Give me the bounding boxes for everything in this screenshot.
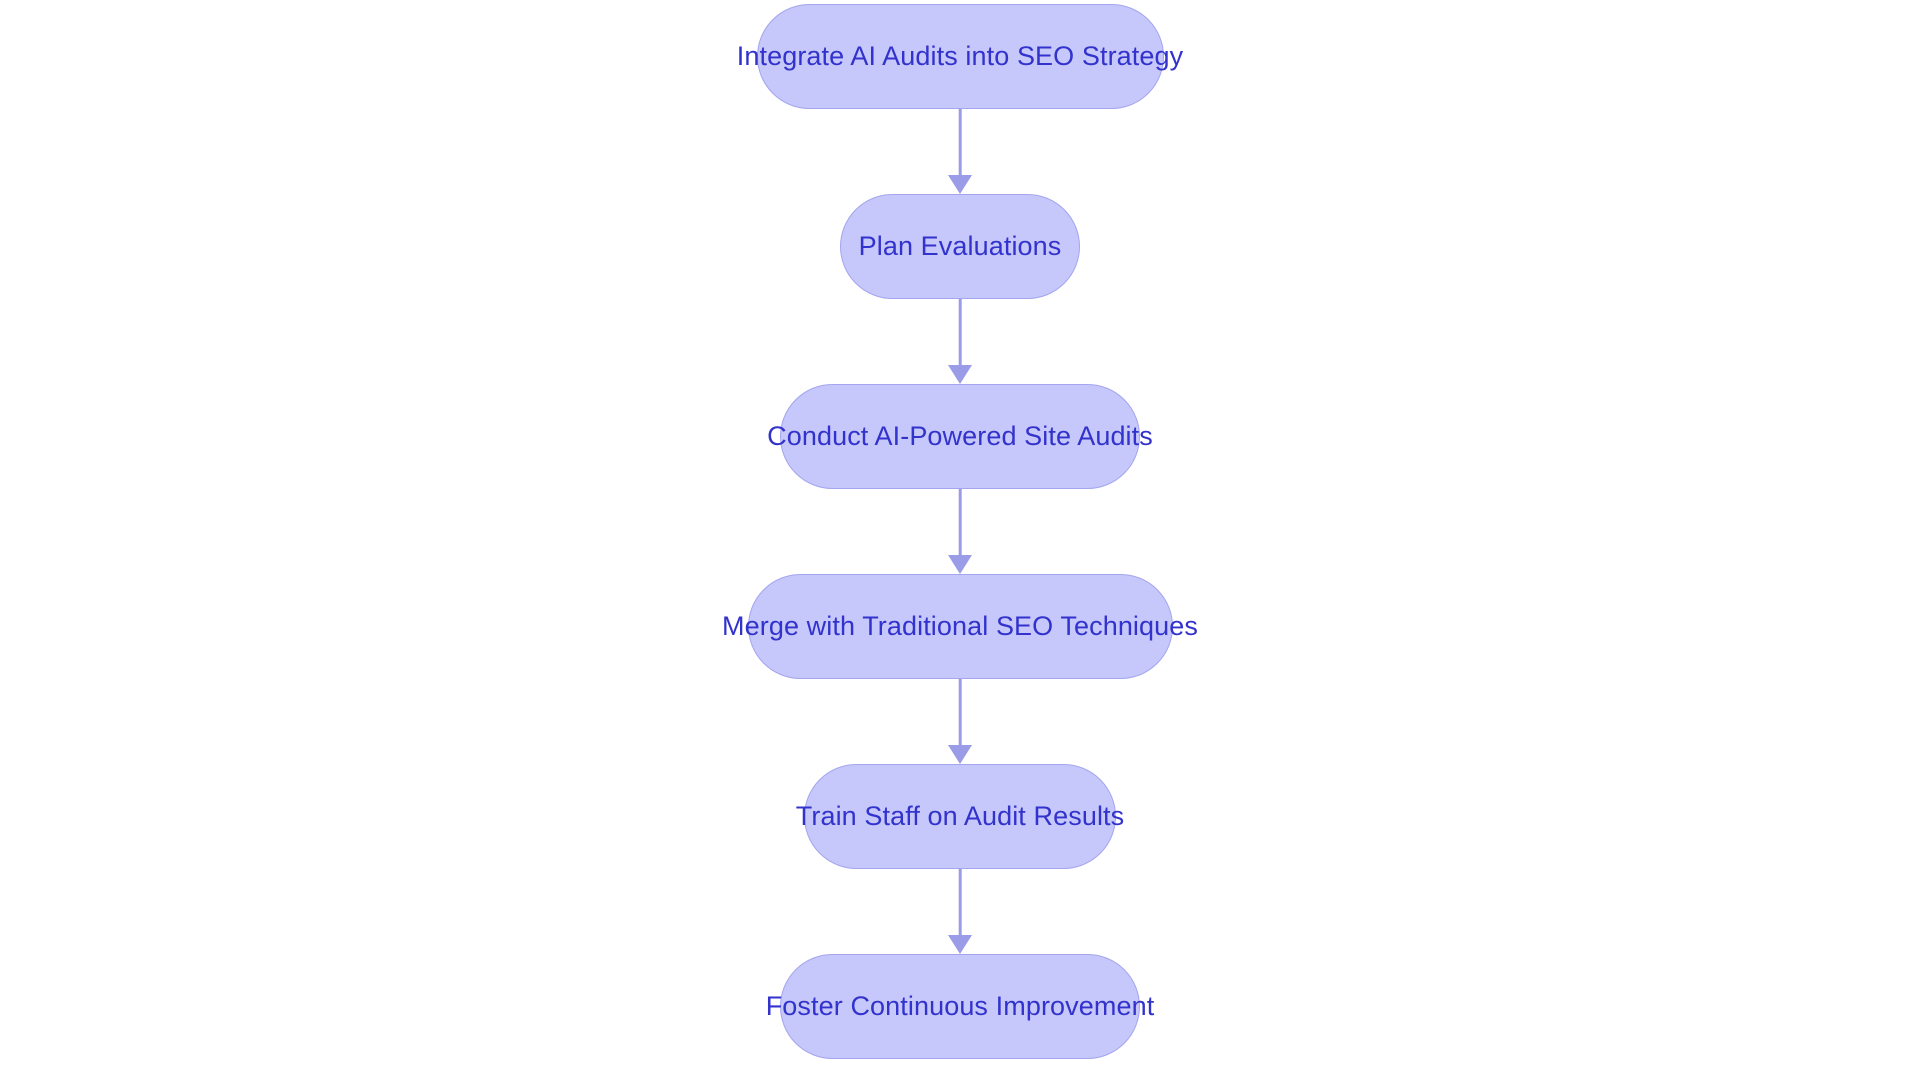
flow-node-5-label: Train Staff on Audit Results [795, 801, 1125, 831]
arrow-down-icon [948, 365, 972, 384]
arrow-down-icon [948, 175, 972, 194]
flow-connector-1 [947, 109, 973, 194]
connector-line [958, 679, 962, 747]
flow-node-2[interactable]: Plan Evaluations [840, 194, 1080, 299]
flow-node-1-label: Integrate AI Audits into SEO Strategy [736, 41, 1184, 71]
flow-connector-2 [947, 299, 973, 384]
flow-connector-5 [947, 869, 973, 954]
arrow-down-icon [948, 745, 972, 764]
flow-node-6-label: Foster Continuous Improvement [765, 991, 1155, 1021]
flow-node-5[interactable]: Train Staff on Audit Results [796, 764, 1124, 869]
flow-node-2-label: Plan Evaluations [858, 231, 1062, 261]
flow-node-4[interactable]: Merge with Traditional SEO Techniques [722, 574, 1198, 679]
flow-node-6[interactable]: Foster Continuous Improvement [766, 954, 1154, 1059]
arrow-down-icon [948, 555, 972, 574]
flow-node-4-label: Merge with Traditional SEO Techniques [722, 611, 1198, 641]
connector-line [958, 489, 962, 557]
connector-line [958, 869, 962, 937]
connector-line [958, 299, 962, 367]
flow-node-3[interactable]: Conduct AI-Powered Site Audits [767, 384, 1153, 489]
connector-line [958, 109, 962, 177]
flow-connector-3 [947, 489, 973, 574]
flow-node-1[interactable]: Integrate AI Audits into SEO Strategy [737, 4, 1183, 109]
flow-connector-4 [947, 679, 973, 764]
arrow-down-icon [948, 935, 972, 954]
flow-node-3-label: Conduct AI-Powered Site Audits [767, 421, 1153, 451]
